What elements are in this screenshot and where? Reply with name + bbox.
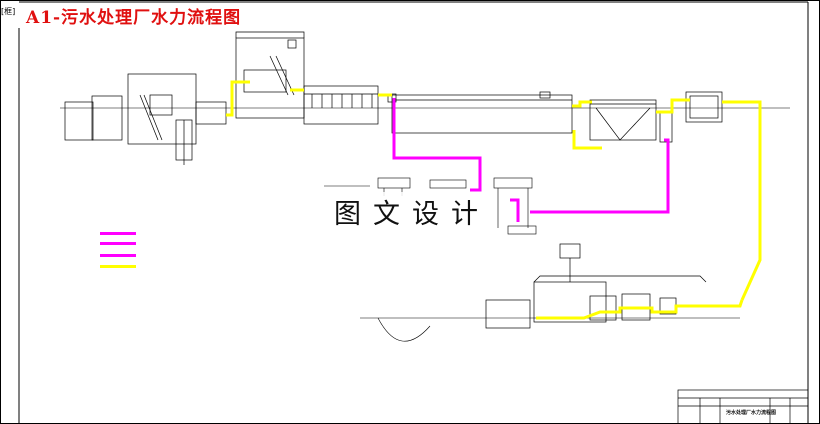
title-block [677,389,809,424]
drawing-title: A1-污水处理厂水力流程图 [26,8,242,28]
legend [100,232,136,268]
sludge-line-thickener [510,198,520,222]
biological-tank [387,91,573,134]
river-section [377,317,431,342]
secondary-clarifier [589,99,673,143]
outfall-pump-station [485,243,707,329]
water-line-lower [536,299,744,320]
watermark-text: 图文设计 [330,192,494,231]
sludge-units-row [324,177,537,235]
sludge-line-excess [530,138,670,214]
fine-screen-building [235,31,305,119]
sludge-line-return [392,98,482,192]
water-line-outfall [722,100,762,301]
grit-chamber [303,85,379,125]
title-block-name: 污水处理厂水力流程图 [726,410,777,416]
disinfection-tank [685,91,723,123]
coarse-screen-unit [64,73,227,165]
water-line-upper [226,80,250,117]
water-line-tank-to-clarifier [572,100,592,108]
water-line-clarifier-to-disinfection [656,98,690,114]
water-line-return [572,130,602,150]
corner-label: [框] [1,7,16,16]
